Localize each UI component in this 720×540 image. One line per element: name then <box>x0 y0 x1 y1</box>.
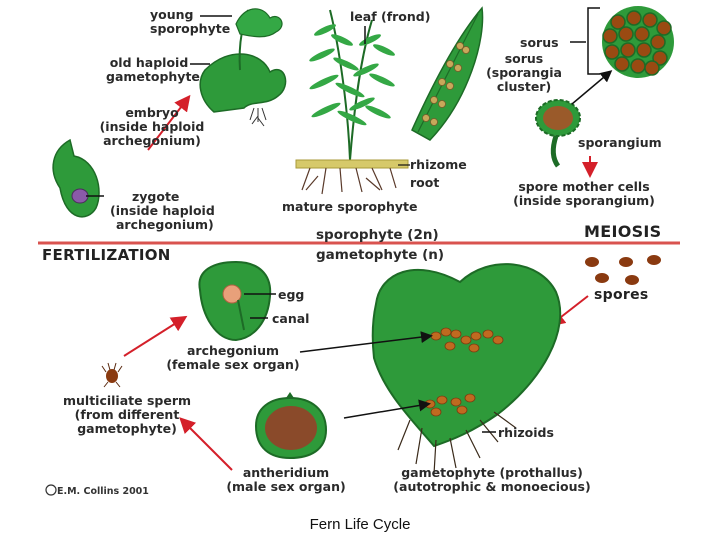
sorus-cluster-drawing <box>587 6 674 78</box>
gametophyte-prothallus-label: gametophyte (prothallus)(autotrophic & m… <box>393 465 591 494</box>
antheridium-drawing <box>254 392 328 460</box>
arrow-sorus-to-sporangium <box>571 70 613 105</box>
copyright-icon <box>45 484 57 496</box>
mature-sporophyte-drawing <box>295 9 409 195</box>
figure-caption: Fern Life Cycle <box>309 516 411 533</box>
young-sporophyte-drawing <box>199 8 287 127</box>
archegonium-drawing <box>198 260 272 342</box>
sporophyte-phase-label: sporophyte (2n) <box>316 227 439 243</box>
antheridium-label: antheridium(male sex organ) <box>226 465 346 494</box>
sporangium-label: sporangium <box>578 135 662 150</box>
archegonium-label: archegonium(female sex organ) <box>166 343 300 372</box>
canal-label: canal <box>272 311 310 326</box>
spores-label: spores <box>594 287 649 303</box>
spores-drawing <box>585 255 661 285</box>
egg-label: egg <box>278 287 305 302</box>
arrow-zygote-to-embryo <box>147 94 191 151</box>
rhizome-label: rhizome <box>410 157 467 172</box>
spore-mother-cells-label: spore mother cells(inside sporangium) <box>513 179 655 208</box>
meiosis-heading: MEIOSIS <box>584 222 662 241</box>
mature-sporophyte-label: mature sporophyte <box>282 199 418 214</box>
arrow-sperm-to-archegonium <box>123 315 188 357</box>
gametophyte-phase-label: gametophyte (n) <box>316 247 445 263</box>
fertilization-heading: FERTILIZATION <box>42 246 171 264</box>
pinna-with-sori-drawing <box>411 6 484 141</box>
sorus-label: sorus <box>520 35 559 50</box>
sperm-drawing <box>101 362 123 388</box>
zygote-archegonium-drawing <box>52 138 100 218</box>
antheridium-pointer <box>343 399 431 419</box>
archegonium-pointer <box>299 331 433 353</box>
sporangium-drawing <box>535 99 581 168</box>
root-label: root <box>410 175 440 190</box>
arrow-antheridium-to-sperm <box>179 417 233 471</box>
copyright-text: E.M. Collins 2001 <box>57 486 149 497</box>
leaf-label: leaf (frond) <box>350 9 431 24</box>
prothallus-drawing <box>371 263 562 475</box>
rhizoids-label: rhizoids <box>498 425 554 440</box>
